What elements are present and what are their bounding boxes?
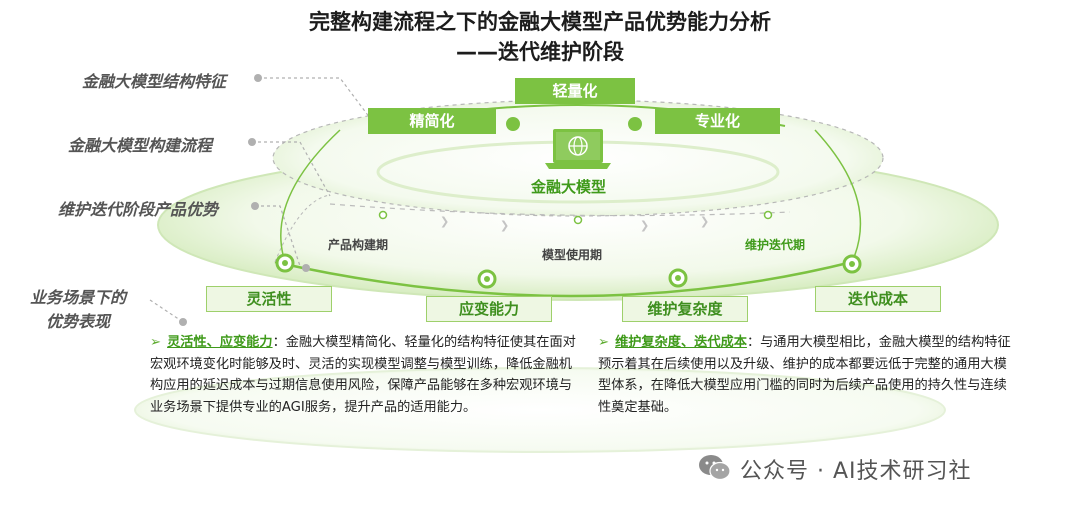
adv-node-1 — [277, 255, 293, 271]
right-paragraph: ➢维护复杂度、迭代成本：与通用大模型相比，金融大模型的结构特征预示着其在后续使用… — [598, 332, 1016, 418]
adv-node-3 — [670, 270, 686, 286]
connector-structure — [258, 78, 370, 118]
phase-dot-1 — [380, 212, 387, 219]
connector-scenario — [150, 300, 180, 320]
side-label-scenario-1: 业务场景下的 — [30, 284, 126, 308]
adv-node-4 — [844, 256, 860, 272]
laptop-icon — [545, 129, 611, 169]
side-label-structure: 金融大模型结构特征 — [82, 68, 226, 92]
side-label-process: 金融大模型构建流程 — [68, 132, 212, 156]
feature-box-lightweight: 轻量化 — [515, 78, 635, 104]
adv-box-adaptability: 应变能力 — [426, 296, 552, 322]
phase-maintain: 维护迭代期 — [745, 236, 805, 253]
phase-use: 模型使用期 — [542, 246, 602, 263]
feature-box-specialized: 专业化 — [655, 108, 780, 134]
left-bullet: ➢ — [150, 335, 161, 350]
adv-box-iteration-cost: 迭代成本 — [815, 286, 941, 312]
adv-box-maintenance: 维护复杂度 — [622, 296, 748, 322]
phase-arrow-1: ❯ — [440, 215, 449, 228]
phase-build: 产品构建期 — [328, 236, 388, 253]
side-label-scenario-2: 优势表现 — [46, 308, 110, 332]
adv-box-flexibility: 灵活性 — [206, 286, 332, 312]
page-subtitle: ——迭代维护阶段 — [0, 36, 1080, 66]
node-right — [628, 117, 642, 131]
wechat-icon — [698, 452, 732, 486]
phase-arrow-3: ❯ — [640, 219, 649, 232]
adv-node-2 — [479, 271, 495, 287]
phase-arrow-4: ❯ — [700, 215, 709, 228]
phase-dot-3 — [765, 212, 772, 219]
left-highlight: 灵活性、应变能力 — [167, 335, 273, 350]
feature-box-simplified: 精简化 — [368, 108, 496, 134]
left-paragraph: ➢灵活性、应变能力：金融大模型精简化、轻量化的结构特征使其在面对宏观环境变化时能… — [150, 332, 582, 418]
phase-dot-2 — [575, 217, 582, 224]
right-bullet: ➢ — [598, 335, 609, 350]
page-title: 完整构建流程之下的金融大模型产品优势能力分析 — [0, 6, 1080, 36]
node-left — [506, 117, 520, 131]
side-label-maintenance: 维护迭代阶段产品优势 — [58, 196, 218, 220]
right-highlight: 维护复杂度、迭代成本 — [615, 335, 747, 350]
core-label: 金融大模型 — [531, 176, 606, 197]
watermark: 公众号 · AI技术研习社 — [740, 453, 972, 485]
phase-arrow-2: ❯ — [500, 219, 509, 232]
